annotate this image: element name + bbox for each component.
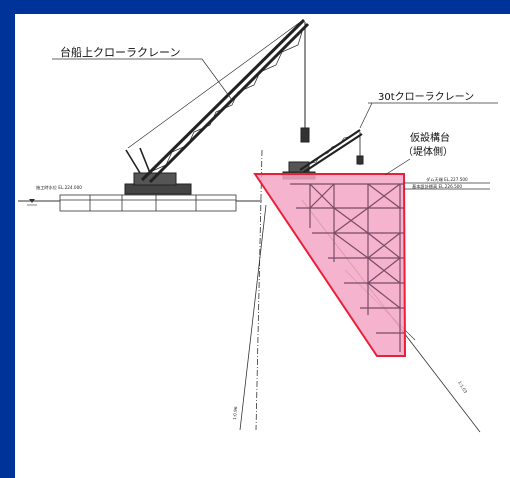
scaffold-highlight bbox=[253, 173, 407, 357]
label-crawler-crane-30t: 30tクローラクレーン bbox=[378, 91, 474, 103]
label-slope-left: 1:0.96 bbox=[232, 406, 238, 420]
label-scaffold-title: 仮設構台 bbox=[410, 131, 450, 144]
label-barge-crane: 台船上クローラクレーン bbox=[60, 45, 180, 59]
label-scaffold-sub: （堤体側） bbox=[403, 145, 453, 158]
leader-lines bbox=[52, 58, 498, 190]
drawing-sheet bbox=[15, 14, 510, 478]
label-water-level: 施工時水位 EL.224.000 bbox=[36, 184, 82, 191]
barge bbox=[59, 194, 237, 212]
scaffold-frame bbox=[290, 183, 404, 352]
label-slope-right: 1:1.03 bbox=[457, 380, 468, 394]
label-dam-top: ダム天端 EL.227.500 bbox=[426, 176, 468, 183]
water-marker bbox=[27, 199, 37, 206]
crawler-crane-30t bbox=[282, 129, 364, 180]
barge-crane bbox=[124, 18, 310, 195]
label-foundation: 基本設計標高 EL.226.500 bbox=[412, 183, 462, 190]
